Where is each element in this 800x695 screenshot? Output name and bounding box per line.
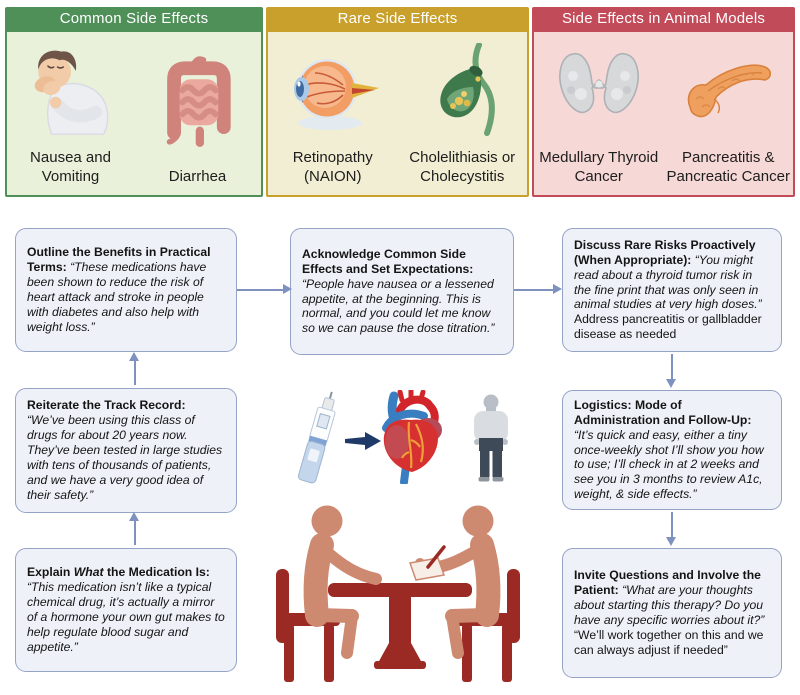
label-retinopathy: Retinopathy (NAION) bbox=[292, 149, 373, 185]
panel-animal-body: Medullary Thyroid Cancer Pancreatitis & … bbox=[532, 30, 795, 197]
label-thyroid-cancer: Medullary Thyroid Cancer bbox=[539, 149, 659, 185]
intestine-icon bbox=[134, 32, 261, 168]
arrowhead-down-icon bbox=[666, 379, 676, 388]
arrowhead-up-icon bbox=[129, 512, 139, 521]
arrow-rare-to-logistics bbox=[671, 354, 673, 381]
label-nausea-vomiting: Nausea and Vomiting bbox=[30, 149, 111, 185]
box-quote: “These medications have been shown to re… bbox=[27, 260, 207, 334]
panel-rare-side-effects: Rare Side Effects bbox=[266, 7, 529, 197]
nausea-icon bbox=[7, 32, 134, 149]
item-cholelithiasis: Cholelithiasis or Cholecystitis bbox=[398, 32, 528, 195]
arrowhead-down-icon bbox=[666, 537, 676, 546]
label-cholelithiasis: Cholelithiasis or Cholecystitis bbox=[409, 149, 516, 185]
arrow-explain-to-reiterate bbox=[134, 518, 136, 545]
arrow-acknowledge-to-rare bbox=[514, 289, 555, 291]
eye-icon bbox=[268, 32, 398, 149]
arrowhead-up-icon bbox=[129, 352, 139, 361]
heart-icon bbox=[378, 387, 446, 489]
panel-rare-title: Rare Side Effects bbox=[266, 7, 529, 30]
writing-pen bbox=[426, 545, 446, 569]
box-title: Explain What the Medication Is: bbox=[27, 565, 210, 580]
panel-common-side-effects: Common Side Effects Nausea and Vomit bbox=[5, 7, 263, 197]
panel-animal-models: Side Effects in Animal Models Medullary … bbox=[532, 7, 795, 197]
item-thyroid-cancer: Medullary Thyroid Cancer bbox=[534, 32, 664, 195]
pancreas-icon bbox=[664, 32, 794, 149]
label-pancreatic-cancer: Pancreatitis & Pancreatic Cancer bbox=[666, 149, 790, 185]
arrow-reiterate-to-benefits bbox=[134, 358, 136, 385]
flow-box-explain-medication: Explain What the Medication Is:“This med… bbox=[15, 548, 237, 672]
item-diarrhea: Diarrhea bbox=[134, 32, 261, 195]
flow-box-invite-questions: Invite Questions and Involve the Patient… bbox=[562, 548, 782, 678]
box-quote: “This medication isn’t like a typical ch… bbox=[27, 580, 225, 654]
panel-rare-body: Retinopathy (NAION) C bbox=[266, 30, 529, 197]
box-note: Address pancreatitis or gallbladder dise… bbox=[574, 312, 762, 342]
flow-box-acknowledge-side-effects: Acknowledge Common Side Effects and Set … bbox=[290, 228, 514, 355]
box-title: Discuss Rare Risks Proactively (When App… bbox=[574, 237, 756, 267]
arrow-pen-to-heart-icon bbox=[345, 432, 381, 457]
item-nausea-vomiting: Nausea and Vomiting bbox=[7, 32, 134, 195]
label-diarrhea: Diarrhea bbox=[168, 167, 227, 185]
item-retinopathy: Retinopathy (NAION) bbox=[268, 32, 398, 195]
arrow-benefits-to-acknowledge bbox=[237, 289, 285, 291]
flow-box-logistics: Logistics: Mode of Administration and Fo… bbox=[562, 390, 782, 510]
thyroid-icon bbox=[534, 32, 664, 149]
box-quote: “We’ve been using this class of drugs fo… bbox=[27, 413, 223, 502]
panel-common-body: Nausea and Vomiting Diarrhea bbox=[5, 30, 263, 197]
arrow-logistics-to-invite bbox=[671, 512, 673, 539]
doctor-patient-consultation-illustration bbox=[272, 503, 524, 690]
panel-common-title: Common Side Effects bbox=[5, 7, 263, 30]
box-quote: “What are your thoughts about starting t… bbox=[574, 583, 765, 627]
box-quote: “People have nausea or a lessened appeti… bbox=[302, 276, 495, 336]
flow-box-outline-benefits: Outline the Benefits in Practical Terms:… bbox=[15, 228, 237, 352]
box-title: Acknowledge Common Side Effects and Set … bbox=[302, 246, 474, 276]
arrowhead-right-icon bbox=[553, 284, 562, 294]
arrowhead-right-icon bbox=[283, 284, 292, 294]
injection-pen-icon bbox=[288, 388, 348, 497]
flow-box-reiterate-track-record: Reiterate the Track Record:“We’ve been u… bbox=[15, 388, 237, 513]
panel-animal-title: Side Effects in Animal Models bbox=[532, 7, 795, 30]
box-note: “We’ll work together on this and we can … bbox=[574, 627, 764, 657]
box-title: Logistics: Mode of Administration and Fo… bbox=[574, 397, 752, 427]
box-title: Invite Questions and Involve the Patient… bbox=[574, 568, 761, 598]
clipboard-paper bbox=[408, 557, 446, 581]
gallbladder-icon bbox=[398, 32, 528, 149]
box-title: Outline the Benefits in Practical Terms: bbox=[27, 245, 211, 275]
item-pancreatic-cancer: Pancreatitis & Pancreatic Cancer bbox=[664, 32, 794, 195]
flow-box-discuss-rare-risks: Discuss Rare Risks Proactively (When App… bbox=[562, 228, 782, 352]
person-silhouette-icon bbox=[471, 394, 511, 489]
box-quote: “It’s quick and easy, either a tiny once… bbox=[574, 427, 764, 502]
box-title: Reiterate the Track Record: bbox=[27, 398, 186, 413]
box-quote: “You might read about a thyroid tumor ri… bbox=[574, 252, 762, 312]
